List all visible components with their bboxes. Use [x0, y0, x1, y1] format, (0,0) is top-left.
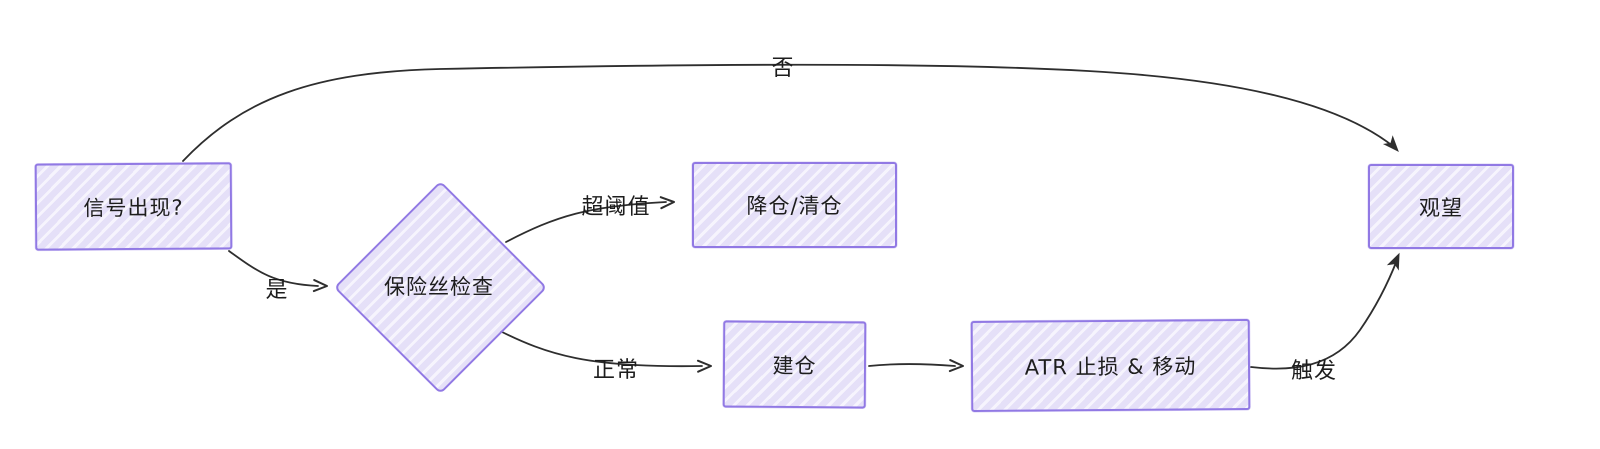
edge-normal-arrow[interactable] — [497, 329, 712, 373]
node-reduce[interactable]: 降仓/清仓 — [692, 162, 897, 248]
edge-label-no[interactable]: 否 — [771, 56, 795, 81]
node-atr-label: ATR 止损 & 移动 — [1024, 353, 1197, 380]
edge-label-over-threshold[interactable]: 超阈值 — [581, 195, 651, 220]
edge-yes-arrow[interactable] — [228, 250, 328, 293]
node-watch[interactable]: 观望 — [1368, 164, 1514, 249]
node-atr[interactable]: ATR 止损 & 移动 — [970, 319, 1251, 412]
node-signal[interactable]: 信号出现? — [34, 162, 233, 251]
edge-label-yes[interactable]: 是 — [265, 278, 289, 303]
node-reduce-label: 降仓/清仓 — [746, 194, 843, 218]
edge-over-threshold-arrow[interactable] — [505, 196, 675, 243]
edge-open-to-atr-arrow[interactable] — [868, 359, 964, 373]
edge-no-arrow[interactable] — [182, 63, 1402, 162]
node-open[interactable]: 建仓 — [722, 320, 867, 409]
node-fuse-label: 保险丝检查 — [384, 275, 494, 299]
edge-trigger-arrow[interactable] — [1250, 252, 1404, 370]
edge-label-normal[interactable]: 正常 — [592, 358, 640, 383]
edge-label-trigger[interactable]: 触发 — [1290, 359, 1338, 384]
node-signal-label: 信号出现? — [83, 195, 184, 220]
node-watch-label: 观望 — [1419, 195, 1463, 220]
node-open-label: 建仓 — [772, 353, 817, 378]
